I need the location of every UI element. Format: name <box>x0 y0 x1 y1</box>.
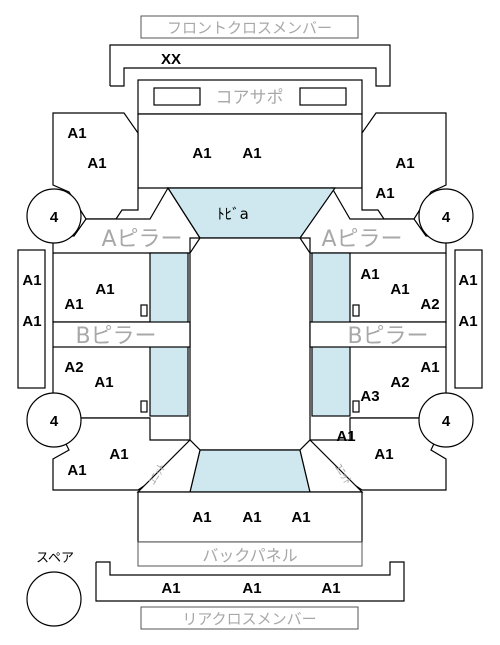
left-front-window <box>149 252 189 324</box>
rear-bumper: A1 A1 A1 <box>95 561 405 602</box>
right-front-door-rating-3: A2 <box>420 296 439 313</box>
right-side-step-rating-1: A1 <box>458 272 477 289</box>
rear-bumper-rating-3: A1 <box>321 580 340 597</box>
front-bumper-rating: XX <box>161 51 181 68</box>
a-pillar-left: Aピラー <box>52 186 202 254</box>
front-bumper: XX <box>109 44 391 87</box>
front-cross-member-label: フロントクロスメンバー <box>167 19 332 37</box>
rear-cross-member: リアクロスメンバー <box>140 606 359 630</box>
right-front-window <box>311 252 351 324</box>
wheel-rear-right-value: 4 <box>442 413 451 430</box>
a-pillar-left-label: Aピラー <box>101 227 182 252</box>
spare-tire-circle <box>26 571 82 627</box>
b-pillar-right-label: Bピラー <box>347 324 428 349</box>
a-pillar-right-label: Aピラー <box>321 227 402 252</box>
wheel-rear-right: 4 <box>418 392 474 448</box>
left-quarter-rating-2: A1 <box>67 462 86 479</box>
left-side-step: A1 A1 <box>17 249 46 389</box>
back-panel-label: バックパネル <box>202 546 297 565</box>
right-rear-door-rating-2: A2 <box>390 374 409 391</box>
right-front-door: A1 A1 A2 <box>350 253 447 323</box>
rear-cross-member-label: リアクロスメンバー <box>182 610 316 628</box>
left-rear-window <box>149 345 189 417</box>
left-front-door-rating-2: A1 <box>64 296 83 313</box>
left-side-step-rating-1: A1 <box>22 272 41 289</box>
rear-bumper-rating-1: A1 <box>161 580 180 597</box>
right-rear-window <box>311 345 351 417</box>
right-rear-door-rating-3: A3 <box>360 388 379 405</box>
wheel-front-right: 4 <box>418 188 474 244</box>
right-fender: A1 A1 <box>361 112 447 220</box>
windshield: ﾄﾋﾞa <box>166 187 337 239</box>
left-quarter-rating-1: A1 <box>109 446 128 463</box>
trunk-rating-3: A1 <box>291 509 310 526</box>
left-rear-door-rating-1: A2 <box>64 359 83 376</box>
b-pillar-right: Bピラー <box>309 321 447 349</box>
trunk-rating-1: A1 <box>192 509 211 526</box>
trunk: A1 A1 A1 <box>137 491 363 543</box>
hood: A1 A1 <box>137 113 363 189</box>
wheel-rear-left-value: 4 <box>50 413 59 430</box>
b-pillar-left: Bピラー <box>52 321 191 349</box>
left-front-door-rating-1: A1 <box>95 281 114 298</box>
left-front-door: A1 A1 <box>52 253 150 323</box>
a-pillar-right: Aピラー <box>298 186 447 254</box>
right-fender-rating-2: A1 <box>375 185 394 202</box>
b-pillar-left-label: Bピラー <box>75 324 156 349</box>
left-fender: A1 A1 <box>52 112 139 220</box>
left-rear-door-rating-2: A1 <box>94 374 113 391</box>
back-panel: バックパネル <box>137 541 363 567</box>
right-front-door-rating-1: A1 <box>360 266 379 283</box>
core-support-label: コアサポ <box>216 88 284 108</box>
right-front-door-rating-2: A1 <box>390 281 409 298</box>
roof-label: ﾄﾋﾞa <box>217 205 249 223</box>
spare-tire: スペア <box>26 551 82 627</box>
hood-rating-2: A1 <box>242 145 261 162</box>
right-fender-rating-1: A1 <box>395 155 414 172</box>
front-cross-member: フロントクロスメンバー <box>140 15 359 39</box>
left-fender-rating-1: A1 <box>67 125 86 142</box>
wheel-front-left: 4 <box>26 188 82 244</box>
left-side-step-rating-2: A1 <box>22 313 41 330</box>
spare-label: スペア <box>36 551 74 566</box>
right-side-step-rating-2: A1 <box>458 313 477 330</box>
trunk-rating-2: A1 <box>242 509 261 526</box>
roof <box>189 237 311 451</box>
right-rear-door: A1 A2 A3 <box>350 347 447 419</box>
right-rear-door-rating-1: A1 <box>420 359 439 376</box>
wheel-front-right-value: 4 <box>442 209 451 226</box>
left-fender-rating-2: A1 <box>87 155 106 172</box>
wheel-front-left-value: 4 <box>50 209 59 226</box>
rear-bumper-rating-2: A1 <box>242 580 261 597</box>
right-quarter-rating-1: A1 <box>336 428 355 445</box>
right-quarter-rating-2: A1 <box>374 446 393 463</box>
wheel-rear-left: 4 <box>26 392 82 448</box>
core-support: コアサポ <box>137 79 363 115</box>
hood-rating-1: A1 <box>192 145 211 162</box>
rear-window <box>189 449 311 493</box>
right-side-step: A1 A1 <box>454 249 483 389</box>
